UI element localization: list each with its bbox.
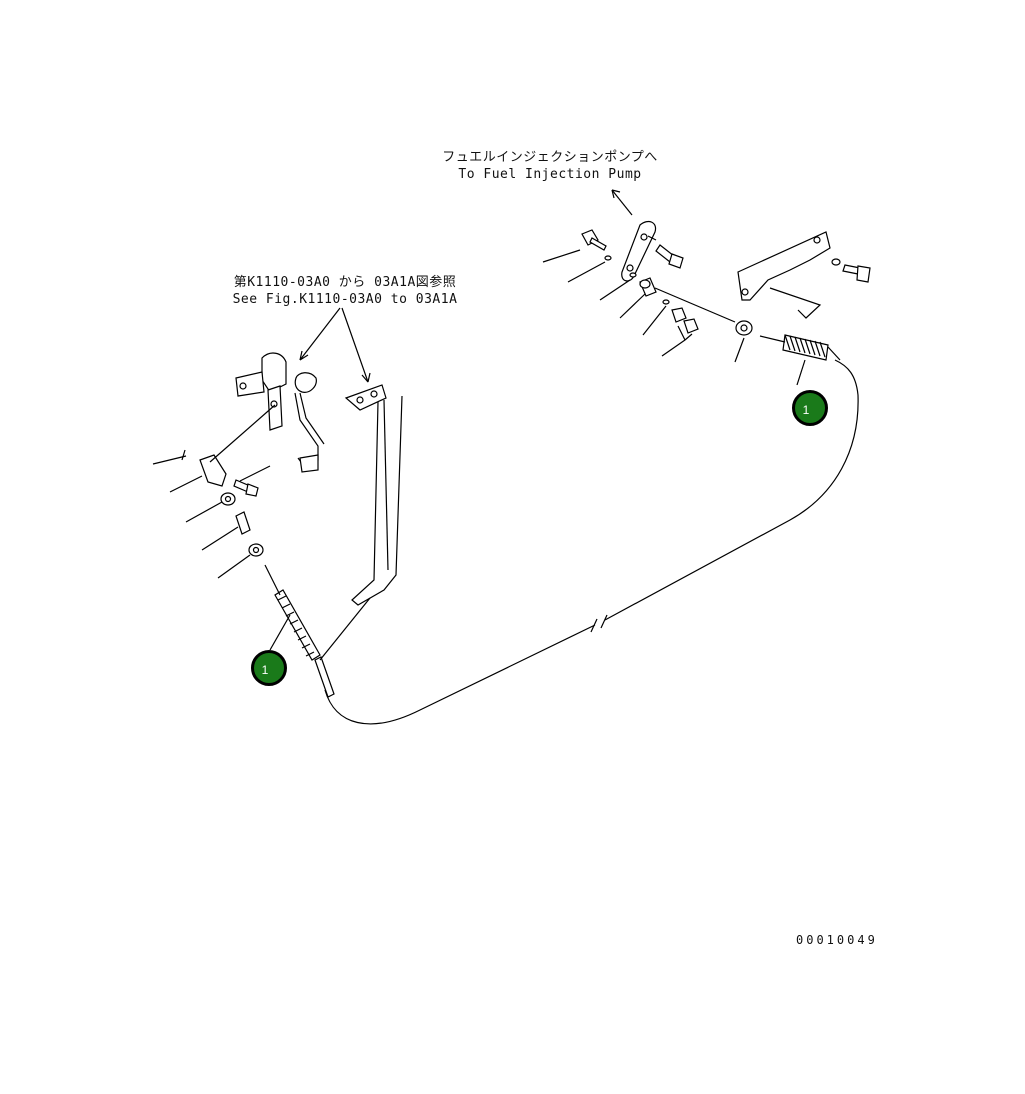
throttle-cable xyxy=(324,359,859,725)
cable-break-mark xyxy=(590,614,608,633)
pedal-side-parts xyxy=(152,307,403,661)
ref-label-jp: 第K1110-03A0 から 03A1A図参照 xyxy=(233,275,457,290)
callout-badge-1-right[interactable]: 1 xyxy=(792,390,828,426)
drawing-number: 00010049 xyxy=(796,933,878,947)
ref-label-en: See Fig.K1110-03A0 to 03A1A xyxy=(232,292,458,307)
callout-number: 1 xyxy=(261,663,269,677)
left-cable-end xyxy=(264,564,335,698)
pump-label-en: To Fuel Injection Pump xyxy=(458,167,642,182)
pump-label-jp: フュエルインジェクションポンプへ xyxy=(442,150,658,165)
pump-side-parts xyxy=(542,189,871,386)
right-cable-end xyxy=(759,334,841,361)
callout-number: 1 xyxy=(802,403,810,417)
callout-badge-1-left[interactable]: 1 xyxy=(251,650,287,686)
